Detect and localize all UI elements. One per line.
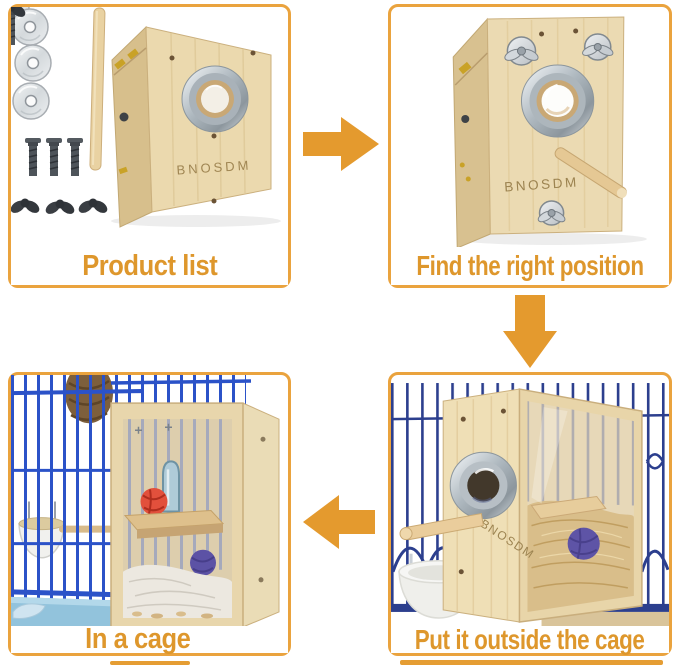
caption-in-cage: In a cage <box>11 623 288 655</box>
installed-perch <box>554 147 627 199</box>
wing-nut-bolt-right <box>582 33 614 61</box>
caption-outside-cage: Put it outside the cage <box>391 624 669 655</box>
chrome-entrance-ring <box>520 64 595 138</box>
step-panel-outside-cage: BNOSDM Put it outside the cage <box>388 372 672 656</box>
arrow-down-icon <box>503 295 557 368</box>
perch-through-bars <box>399 512 484 541</box>
bottom-wing-nut <box>537 200 566 226</box>
wooden-perch-stick <box>89 7 106 171</box>
screws <box>135 423 172 434</box>
arrow-left-icon <box>303 495 375 549</box>
metal-latch <box>119 112 129 122</box>
nest-box-in-cage <box>110 402 280 627</box>
wooden-shelf <box>530 495 607 520</box>
purple-wicker-ball <box>190 549 216 576</box>
small-cup <box>12 603 46 619</box>
chrome-entrance-ring <box>449 451 517 520</box>
wing-nut-bolt-left <box>504 36 539 66</box>
arrow-right-icon <box>303 117 379 171</box>
outside-cage-photo: BNOSDM <box>391 375 669 627</box>
nest-box: BNOSDM <box>111 25 281 228</box>
chrome-entrance-ring <box>181 65 249 133</box>
gold-hinge <box>458 61 472 75</box>
gold-hinges <box>114 48 139 70</box>
acrylic-window <box>123 419 232 619</box>
wing-nuts <box>11 7 110 217</box>
metal-latch <box>461 115 470 123</box>
underline-dash-outside-cage <box>400 660 663 665</box>
caption-find-position: Find the right position <box>391 247 669 285</box>
in-cage-photo <box>11 375 288 627</box>
step-panel-find-position: BNOSDM Find the right po <box>388 4 672 288</box>
caption-product-list: Product list <box>11 247 288 285</box>
nest-box-front: BNOSDM <box>452 16 627 247</box>
nesting-fluff <box>123 564 232 619</box>
outside-cage-scene: BNOSDM <box>391 383 669 627</box>
find-position-photo: BNOSDM <box>391 7 669 247</box>
in-cage-scene <box>11 375 280 627</box>
red-wicker-ball <box>140 487 168 516</box>
metal-washers <box>11 7 52 120</box>
brand-engraving: BNOSDM <box>176 157 252 177</box>
wooden-shelf <box>123 510 225 539</box>
step-panel-in-cage: In a cage <box>8 372 291 656</box>
purple-wicker-ball <box>567 527 600 560</box>
brand-engraving: BNOSDM <box>504 174 579 194</box>
underline-dash-in-cage <box>110 661 190 665</box>
acrylic-side-window <box>527 401 634 612</box>
find-position-scene: BNOSDM <box>452 16 647 247</box>
gold-latch <box>118 166 128 175</box>
nest-box-outside: BNOSDM <box>442 388 643 623</box>
product-list-scene: BNOSDM <box>11 7 281 228</box>
product-list-photo: BNOSDM <box>11 7 288 247</box>
step-panel-product-list: BNOSDM Product list <box>8 4 291 288</box>
